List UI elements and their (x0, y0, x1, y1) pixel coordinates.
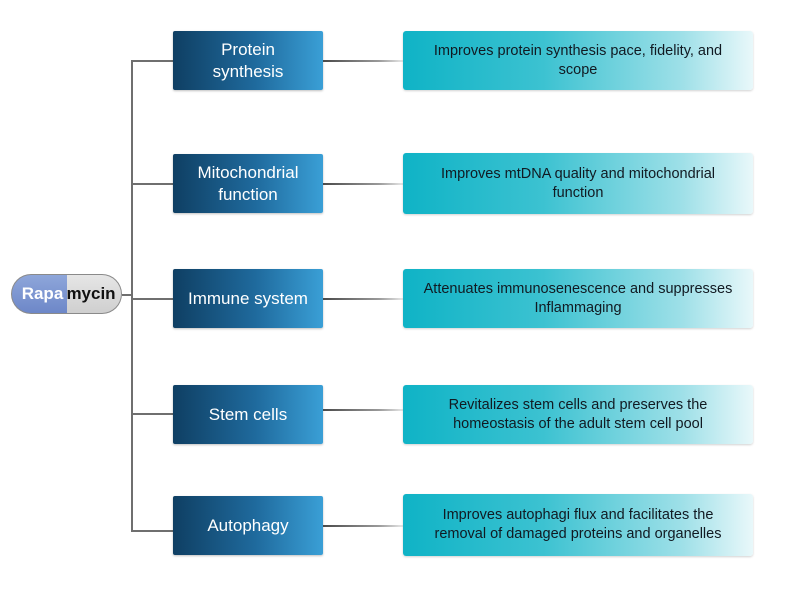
category-box-protein-synthesis: Protein synthesis (173, 31, 323, 90)
category-box-stem-cells: Stem cells (173, 385, 323, 444)
category-effect-connector (323, 183, 403, 185)
pill-label-right: mycin (66, 284, 116, 303)
category-label: Mitochondrial function (197, 162, 299, 204)
category-box-mitochondrial-function: Mitochondrial function (173, 154, 323, 213)
category-label: Stem cells (208, 404, 288, 424)
category-label: Immune system (188, 288, 308, 308)
category-effect-connector (323, 409, 403, 411)
trunk-branch-connector (131, 298, 173, 300)
rapamycin-pill-left-half: Rapa (11, 274, 67, 314)
pill-label-left: Rapa (21, 284, 64, 303)
effect-text: Revitalizes stem cells and preserves the… (448, 396, 708, 432)
effect-box-autophagy: Improves autophagi flux and facilitates … (403, 494, 753, 556)
trunk-branch-connector (131, 60, 173, 62)
category-box-autophagy: Autophagy (173, 496, 323, 555)
effect-box-protein-synthesis: Improves protein synthesis pace, fidelit… (403, 31, 753, 90)
category-box-immune-system: Immune system (173, 269, 323, 328)
category-label: Autophagy (207, 515, 289, 535)
effect-text: Improves autophagi flux and facilitates … (434, 507, 722, 542)
trunk-branch-connector (131, 413, 173, 415)
effect-text: Improves mtDNA quality and mitochondrial… (440, 165, 715, 201)
effect-text: Improves protein synthesis pace, fidelit… (433, 42, 723, 78)
effect-box-immune-system: Attenuates immunosenescence and suppress… (403, 269, 753, 328)
effect-box-stem-cells: Revitalizes stem cells and preserves the… (403, 385, 753, 444)
trunk-branch-connector (131, 183, 173, 185)
effect-box-mitochondrial-function: Improves mtDNA quality and mitochondrial… (403, 153, 753, 214)
rapamycin-pill-right-half: mycin (66, 274, 122, 314)
category-effect-connector (323, 525, 403, 527)
pill-to-trunk-connector (122, 294, 132, 296)
category-effect-connector (323, 60, 403, 62)
trunk-branch-connector (131, 530, 173, 532)
effect-text: Attenuates immunosenescence and suppress… (423, 280, 733, 316)
category-label: Protein synthesis (212, 39, 284, 81)
category-effect-connector (323, 298, 403, 300)
vertical-trunk-line (131, 60, 133, 532)
